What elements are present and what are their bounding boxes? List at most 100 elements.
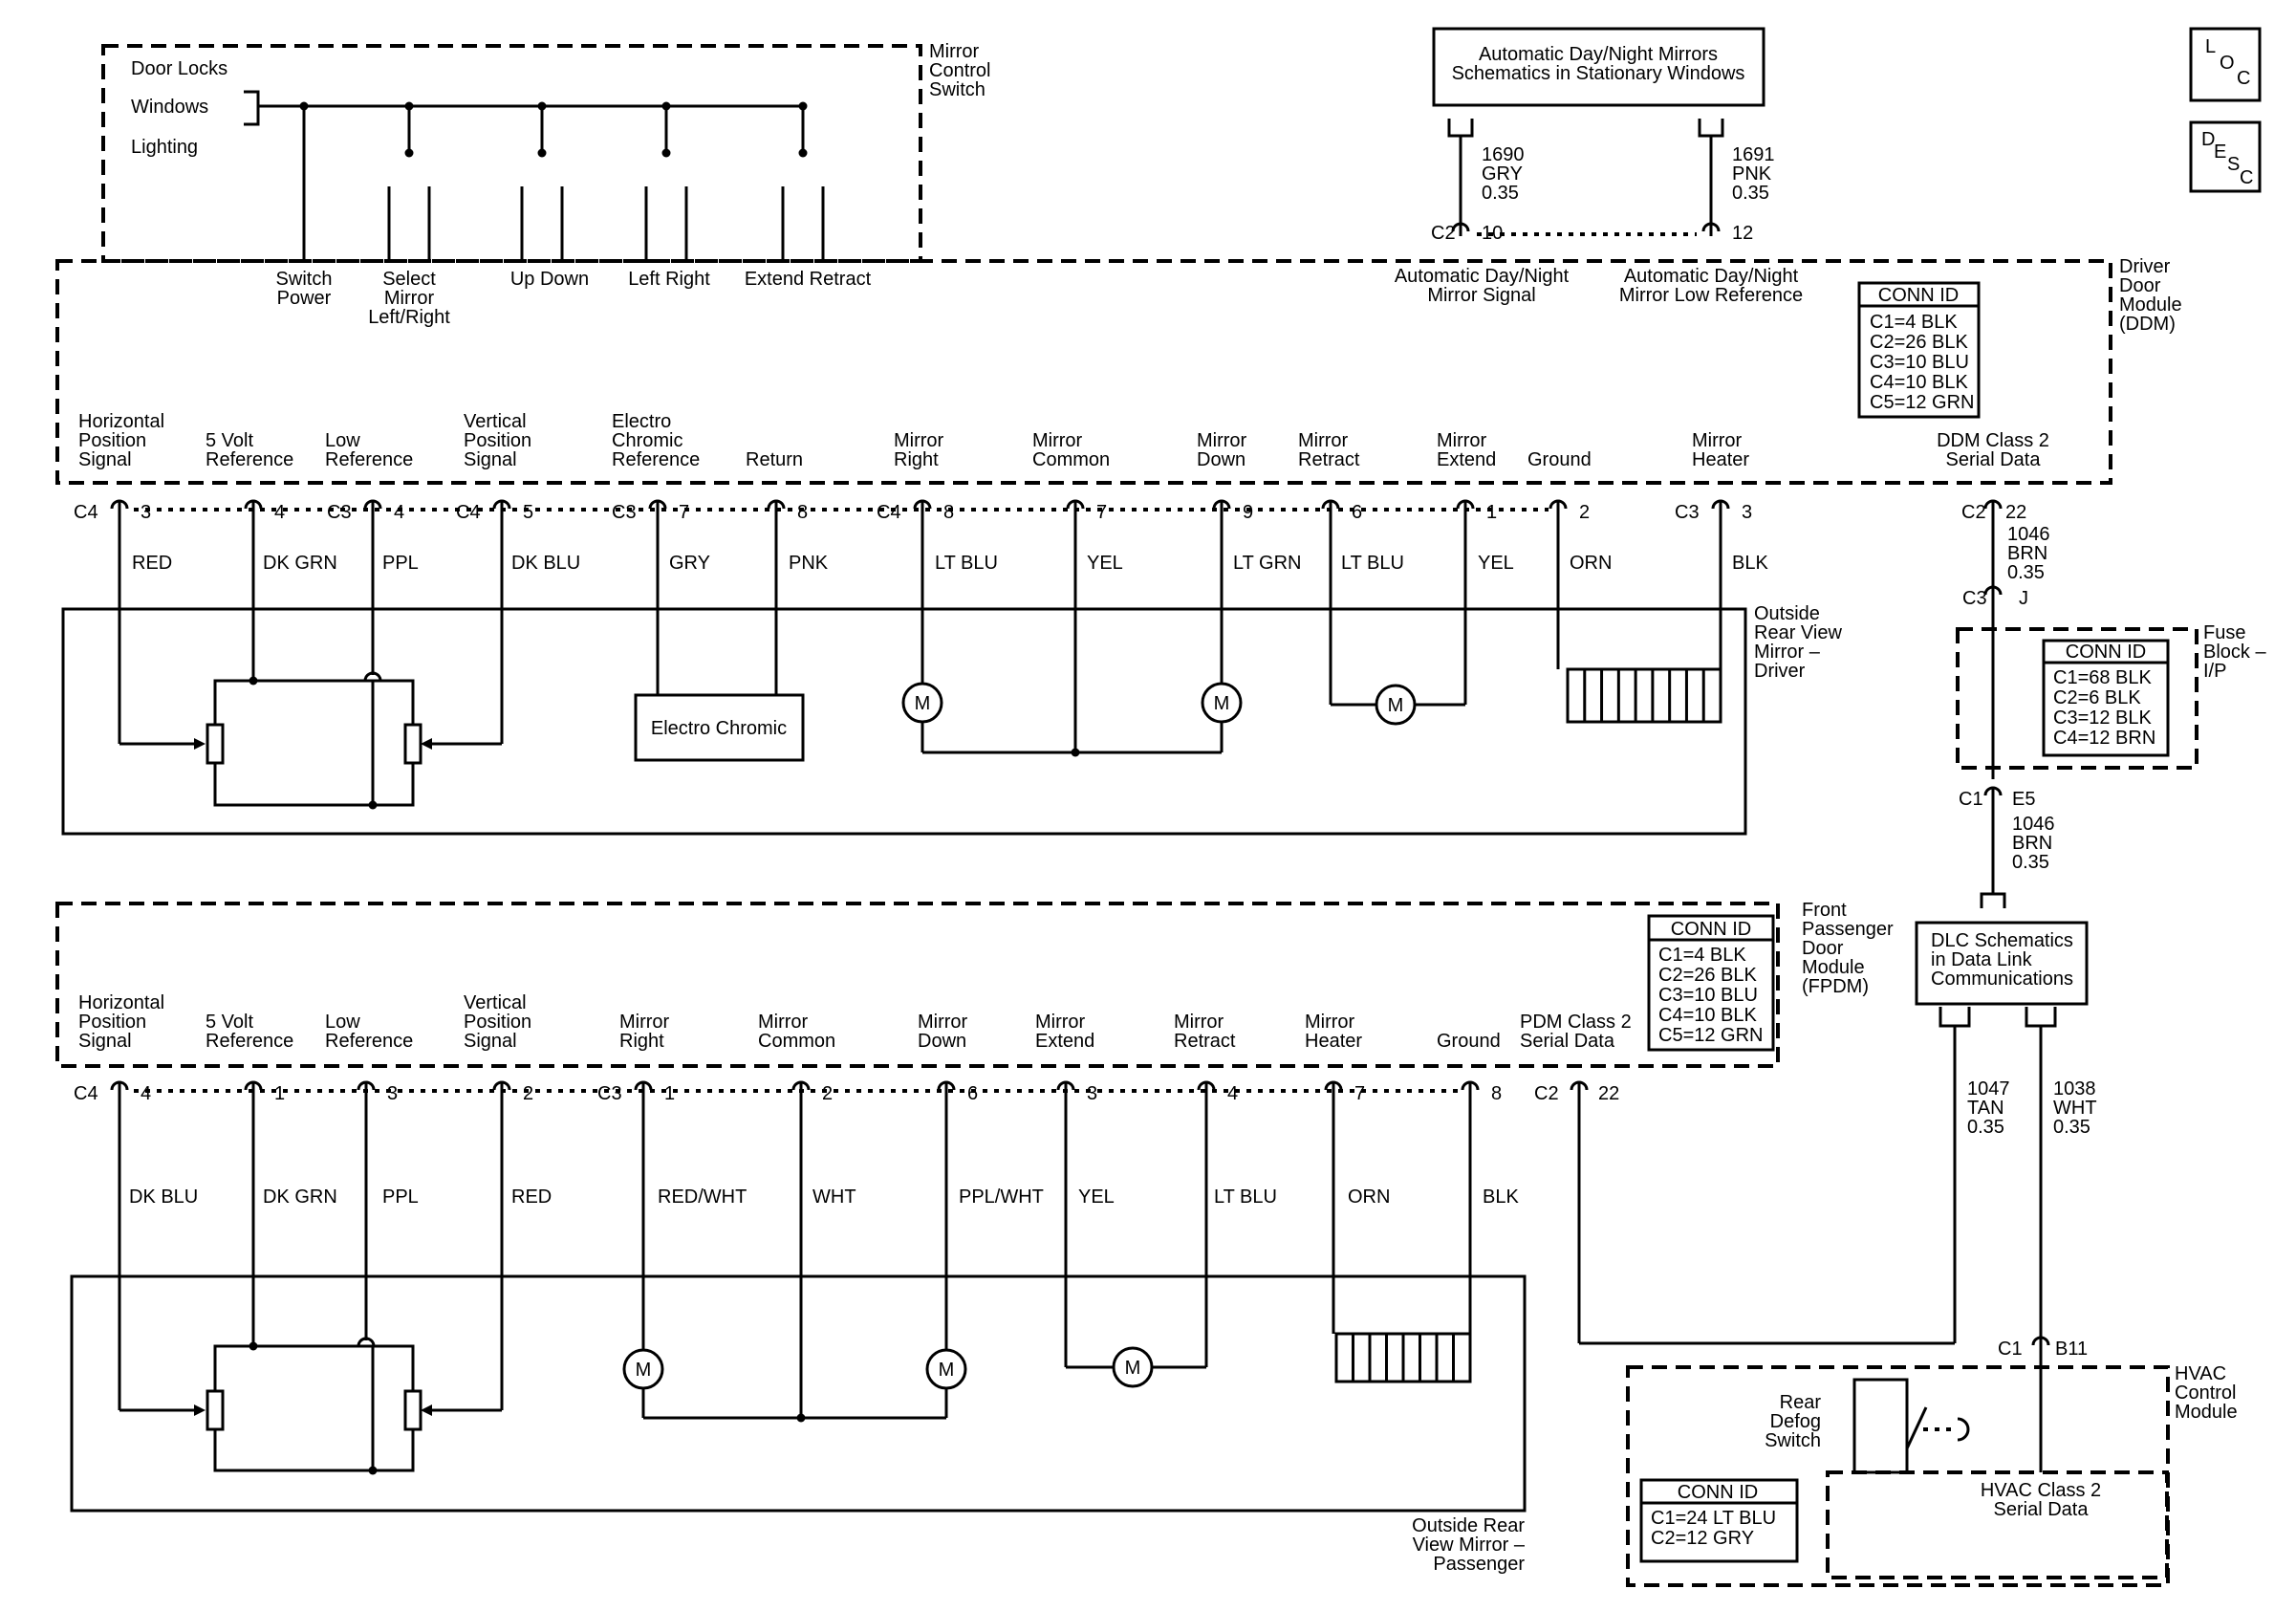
auto-day-night-box	[1432, 27, 1765, 107]
fpdm-conn-id-box	[1647, 914, 1775, 1052]
switch-output-label: Select	[382, 269, 436, 290]
connector-symbol	[767, 499, 786, 510]
fpdm-pin-label: Vertical	[464, 992, 527, 1013]
ddm-pin-number: 8	[797, 502, 808, 523]
mirror-control-switch-title: Mirror	[929, 41, 980, 62]
fuse-block-outline	[1956, 627, 2199, 770]
switch-output-label: Left/Right	[368, 307, 450, 328]
auto-dim-wire-label: 1691	[1732, 144, 1775, 165]
ddm-connector-id: C4	[877, 502, 901, 523]
fpdm-pin-number: 4	[1227, 1083, 1238, 1104]
ddm-pin-label: Right	[894, 449, 939, 470]
ddm-pin-label: Mirror	[1298, 430, 1349, 451]
driver-mirror-outline	[61, 607, 1747, 836]
ddm-pin-label: Reference	[612, 449, 700, 470]
connector-symbol	[110, 1080, 129, 1091]
fuse-bottom-conn: C1	[1959, 789, 1983, 810]
ddm-pin-label: Signal	[78, 449, 132, 470]
connector-symbol	[1321, 499, 1340, 510]
connector-symbol	[1212, 499, 1231, 510]
connector-symbol	[648, 499, 667, 510]
motor-label: M	[1388, 695, 1404, 716]
motor-label: M	[915, 693, 931, 714]
fpdm-pin-label: Mirror	[758, 1012, 809, 1033]
connector-symbol	[1451, 222, 1470, 232]
connector-symbol	[1066, 499, 1085, 510]
auto-dim-wire-label: GRY	[1482, 163, 1523, 185]
auto-dim-label: Mirror Low Reference	[1619, 285, 1803, 306]
fuse-conn-id-row: C1=68 BLK	[2053, 667, 2153, 688]
fpdm-wire-color: PPL	[382, 1186, 419, 1208]
ddm-pin-label: Return	[746, 449, 803, 470]
fpdm-pin-number: 1	[664, 1083, 675, 1104]
fpdm-wire-color: YEL	[1078, 1186, 1115, 1208]
fpdm-serial-label: Serial Data	[1520, 1031, 1615, 1052]
auto-dim-wire-label: 0.35	[1482, 183, 1519, 204]
fpdm-outline	[55, 902, 1780, 1068]
connector-symbol	[244, 499, 263, 510]
fpdm-pin-number: 2	[523, 1083, 533, 1104]
ddm-pin-number: 5	[523, 502, 533, 523]
ddm-pin-number: 7	[1096, 502, 1107, 523]
ddm-wire-color: DK BLU	[511, 553, 580, 574]
connector-symbol	[1456, 499, 1475, 510]
fpdm-wire-color: DK BLU	[129, 1186, 198, 1208]
defog-switch-arm	[1905, 1406, 1928, 1449]
passenger-mirror-title: View Mirror –	[1413, 1535, 1526, 1556]
ddm-connector-id: C4	[456, 502, 481, 523]
connector-symbol	[1983, 499, 2003, 510]
ddm-pin-label: Electro	[612, 411, 671, 432]
connector-symbol	[1983, 585, 2003, 596]
ddm-conn-id-row: C4=10 BLK	[1870, 372, 1969, 393]
connector-symbol	[1711, 499, 1730, 510]
dlc-pigtail	[1980, 892, 2006, 908]
fuse-wire-label: 0.35	[2012, 852, 2049, 873]
connector-symbol	[1197, 1080, 1216, 1091]
hvac-conn-id-row: C1=24 LT BLU	[1651, 1508, 1776, 1529]
auto-dim-label: Automatic Day/Night	[1395, 266, 1570, 287]
switch-output-label: Up Down	[510, 269, 589, 290]
ddm-pin-label: Vertical	[464, 411, 527, 432]
fpdm-wire-color: RED	[511, 1186, 552, 1208]
fpdm-pin-number: 6	[967, 1083, 978, 1104]
ddm-pin-label: Retract	[1298, 449, 1360, 470]
ddm-pin-label: Chromic	[612, 430, 682, 451]
connector-symbol	[913, 499, 932, 510]
driver-mirror-heater	[1566, 667, 1722, 724]
fpdm-pin-number: 3	[1087, 1083, 1097, 1104]
auto-dim-label: Mirror Signal	[1427, 285, 1535, 306]
fuse-block-title: Block –	[2203, 642, 2266, 663]
fpdm-pin-label: 5 Volt	[206, 1012, 253, 1033]
ddm-title: Door	[2119, 275, 2161, 296]
fuse-conn-id-row: C4=12 BRN	[2053, 728, 2155, 749]
hvac-serial-box	[1826, 1470, 2169, 1579]
ddm-outline	[55, 259, 2112, 485]
fpdm-pin-number: 3	[387, 1083, 398, 1104]
ddm-serial-label: Serial Data	[1946, 449, 2042, 470]
fpdm-wire-color: DK GRN	[263, 1186, 337, 1208]
desc-c: C	[2240, 167, 2253, 188]
ddm-pin-number: 8	[943, 502, 954, 523]
ddm-conn-id-row: C2=26 BLK	[1870, 332, 1969, 353]
dlc-wire-label-tan: 0.35	[1967, 1117, 2004, 1138]
ddm-pin-label: Common	[1032, 449, 1110, 470]
dlc-text: in Data Link	[1931, 949, 2033, 970]
ddm-pin-label: Signal	[464, 449, 517, 470]
fpdm-wire-color: RED/WHT	[658, 1186, 747, 1208]
fpdm-pin-label: Retract	[1174, 1031, 1236, 1052]
ddm-pin-number: 3	[141, 502, 151, 523]
fuse-wire-label: BRN	[2012, 833, 2052, 854]
fpdm-wire-color: ORN	[1348, 1186, 1390, 1208]
auto-dim-wire-label: 1690	[1482, 144, 1525, 165]
motor-label: M	[939, 1360, 955, 1381]
ddm-connector-id: C4	[74, 502, 98, 523]
serial-connector-id: C2	[1961, 502, 1986, 523]
selector-door-locks: Door Locks	[131, 58, 227, 79]
ddm-wire-color: YEL	[1478, 553, 1514, 574]
dlc-wire-label-tan: TAN	[1967, 1098, 2004, 1119]
splice-dot	[796, 1413, 806, 1423]
motor-label: M	[1214, 693, 1230, 714]
fpdm-serial-label: PDM Class 2	[1520, 1012, 1632, 1033]
mirror-control-switch-title: Control	[929, 60, 990, 81]
ddm-conn-id-row: C5=12 GRN	[1870, 392, 1975, 413]
